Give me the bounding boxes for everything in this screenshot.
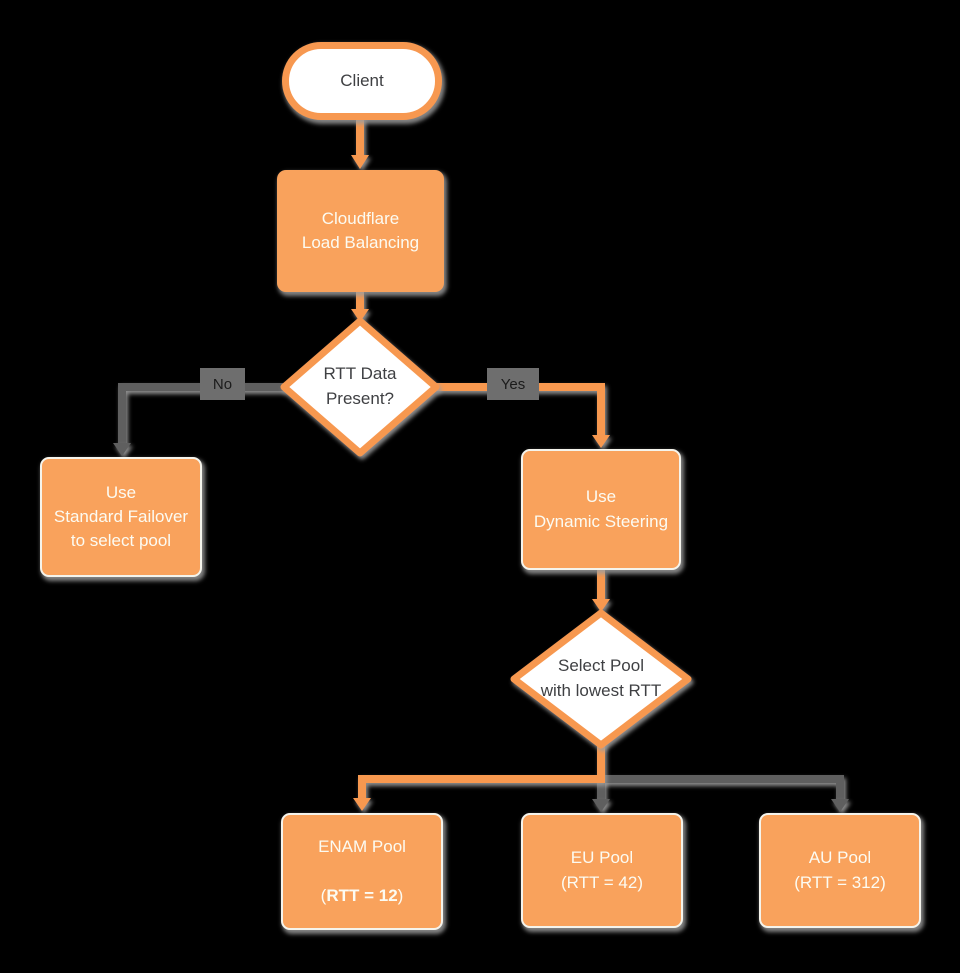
gray-arrowheads [113, 443, 849, 812]
enam-paren-open: ( [320, 885, 327, 905]
edge-label-no: No [200, 368, 245, 400]
arrowhead-failover [113, 443, 131, 456]
node-standard-failover: Use Standard Failover to select pool [40, 457, 202, 577]
decision-rtt-data-present-shape [280, 317, 440, 457]
decision-select-pool-label: Select Pool with lowest RTT [540, 656, 662, 700]
arrowhead-eu [592, 799, 610, 812]
node-au-pool: AU Pool (RTT = 312) [759, 813, 921, 928]
edge-junction-to-au [601, 775, 844, 800]
node-dynamic-steering: Use Dynamic Steering [521, 449, 681, 570]
edge-label-yes: Yes [487, 368, 539, 400]
arrowhead-select [592, 599, 610, 612]
node-client: Client [282, 42, 442, 120]
enam-pool-rtt: (RTT = 12) [318, 884, 406, 908]
node-enam-pool: ENAM Pool (RTT = 12) [281, 813, 443, 930]
orange-arrowheads [351, 155, 610, 811]
enam-rtt-value: RTT = 12 [326, 885, 398, 905]
arrowhead-lb [351, 155, 369, 169]
node-load-balancing: Cloudflare Load Balancing [277, 170, 444, 292]
arrowhead-enam [353, 798, 371, 811]
node-eu-pool: EU Pool (RTT = 42) [521, 813, 683, 928]
gray-edges [118, 383, 844, 800]
arrowhead-au [831, 799, 849, 812]
enam-pool-text: ENAM Pool (RTT = 12) [318, 811, 406, 932]
arrowhead-dynamic [592, 435, 610, 448]
decision-select-pool-shape [510, 609, 692, 749]
edge-select-to-enam [358, 741, 605, 799]
enam-pool-title: ENAM Pool [318, 837, 406, 857]
arrowhead-rtt [351, 309, 369, 322]
decision-rtt-data-present-label: RTT Data Present? [323, 364, 397, 408]
enam-paren-close: ) [397, 885, 404, 905]
